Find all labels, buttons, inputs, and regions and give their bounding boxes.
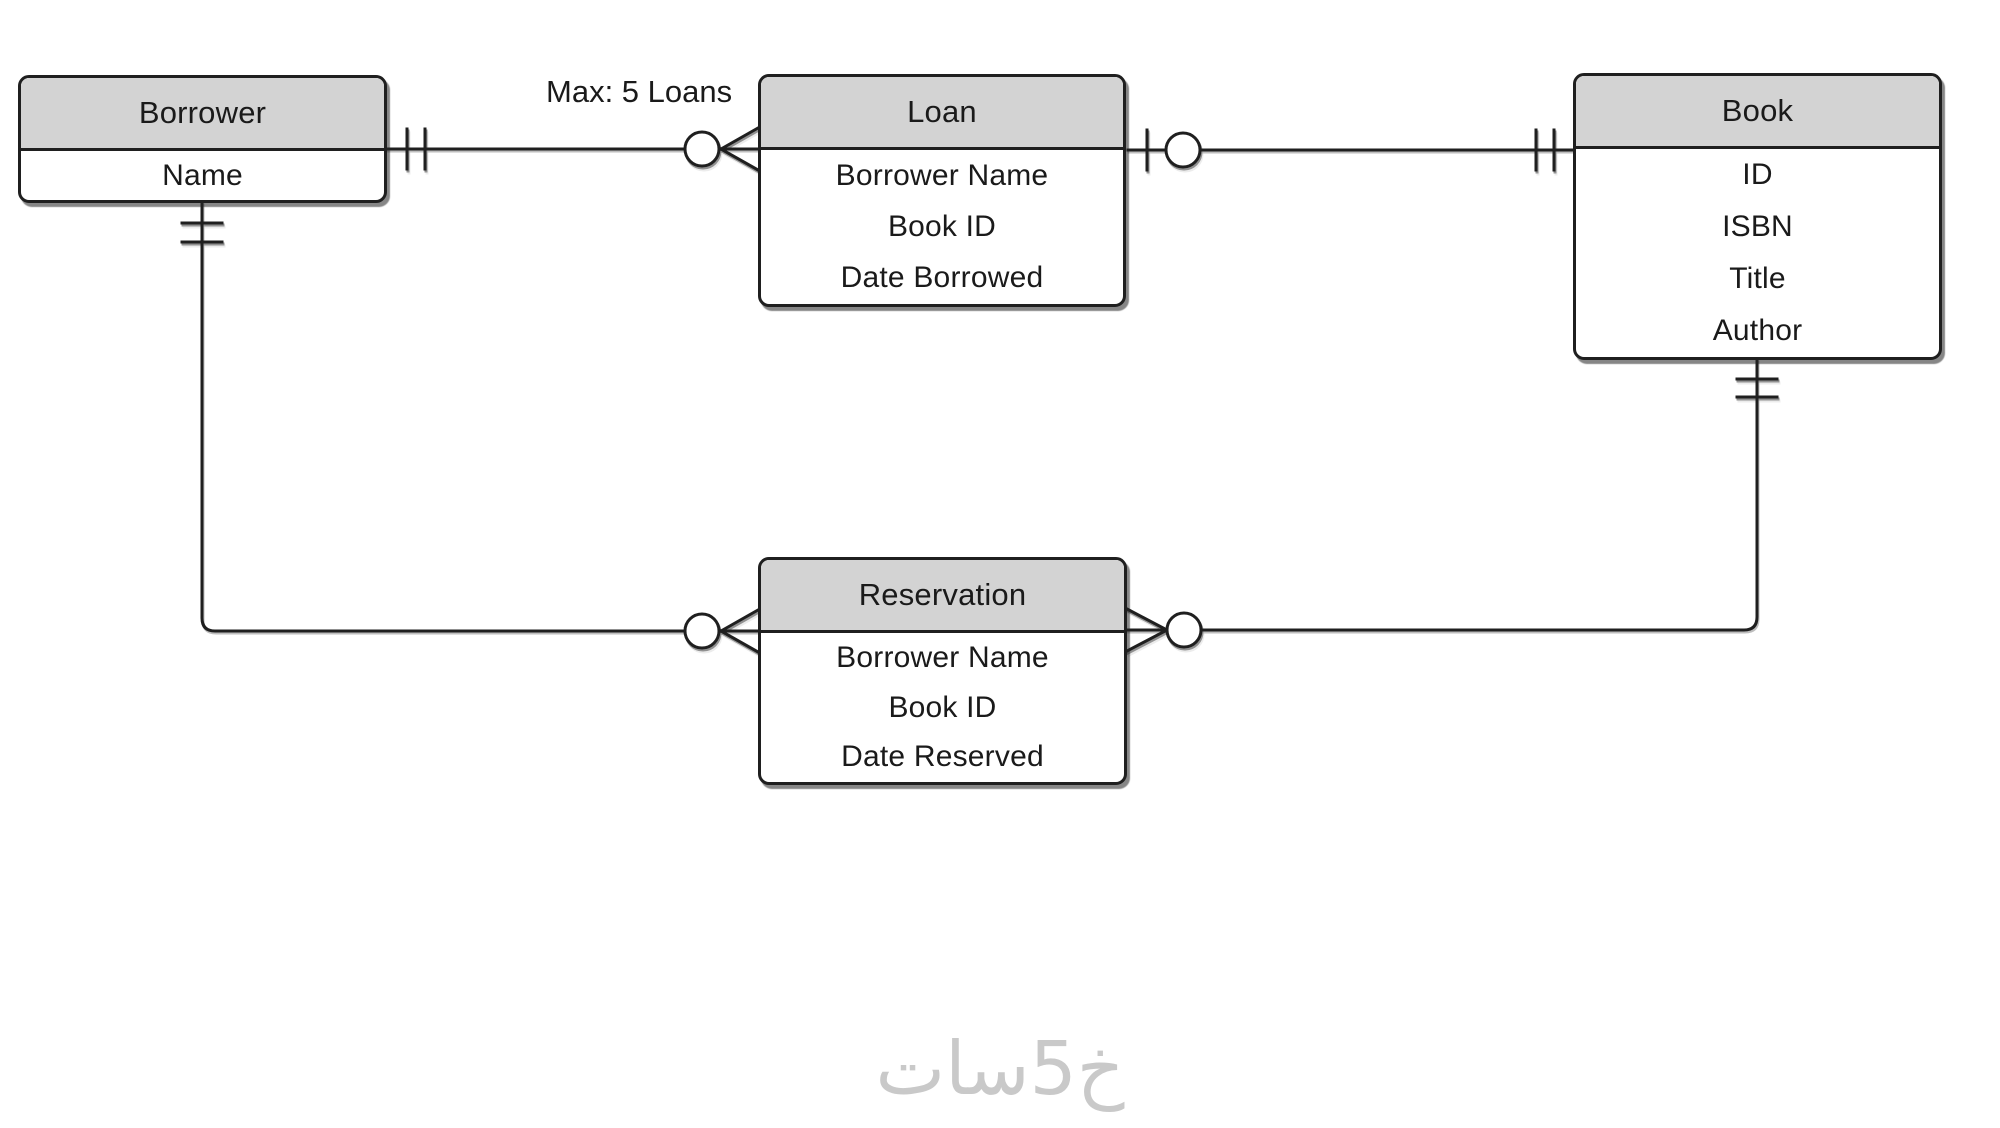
attribute-row: Name (162, 158, 243, 192)
attribute-row: ISBN (1722, 210, 1793, 243)
one-and-only-one-icon (405, 127, 427, 171)
attribute-row: Date Borrowed (840, 261, 1044, 295)
borrower-reservation-connector (180, 201, 761, 655)
connector-line (200, 201, 760, 633)
one-and-only-one-icon (1735, 377, 1779, 399)
relationship-constraint-label: Max: 5 Loans (546, 74, 733, 109)
entity-borrower-attributes: Name (21, 151, 384, 200)
reservation-book-connector (1124, 358, 1779, 654)
attribute-row: Book ID (887, 209, 997, 243)
one-and-only-one-icon (180, 221, 224, 244)
zero-or-one-icon (1145, 128, 1202, 172)
entity-reservation-attributes: Borrower Name Book ID Date Reserved (761, 633, 1124, 782)
entity-book-attributes: ID ISBN Title Author (1576, 149, 1939, 357)
entity-loan: Loan Borrower Name Book ID Date Borrowed (758, 74, 1126, 307)
zero-or-many-icon (1124, 606, 1203, 654)
entity-loan-attributes: Borrower Name Book ID Date Borrowed (761, 150, 1123, 304)
entity-book-header: Book (1576, 76, 1939, 149)
attribute-row: Title (1729, 262, 1786, 295)
attribute-row: ID (1742, 158, 1773, 191)
entity-reservation: Reservation Borrower Name Book ID Date R… (758, 557, 1127, 785)
entity-title: Borrower (138, 95, 267, 130)
khamsat-watermark: خ5سات (875, 1026, 1125, 1112)
attribute-row: Book ID (888, 690, 997, 724)
one-and-only-one-icon (1534, 128, 1556, 172)
attribute-row: Date Reserved (841, 740, 1044, 774)
zero-or-many-icon (683, 607, 761, 655)
entity-loan-header: Loan (761, 77, 1123, 150)
attribute-row: Borrower Name (835, 158, 1049, 192)
zero-or-many-icon (683, 125, 761, 173)
entity-book: Book ID ISBN Title Author (1573, 73, 1942, 360)
borrower-loan-connector (385, 125, 761, 173)
entity-title: Reservation (858, 577, 1027, 612)
entity-reservation-header: Reservation (761, 560, 1124, 633)
entity-borrower-header: Borrower (21, 78, 384, 151)
entity-borrower: Borrower Name (18, 75, 387, 203)
entity-title: Book (1721, 93, 1794, 128)
loan-book-connector (1126, 128, 1575, 172)
attribute-row: Borrower Name (836, 640, 1049, 674)
connector-line (1125, 358, 1759, 632)
entity-title: Loan (907, 94, 977, 129)
attribute-row: Author (1712, 314, 1803, 347)
